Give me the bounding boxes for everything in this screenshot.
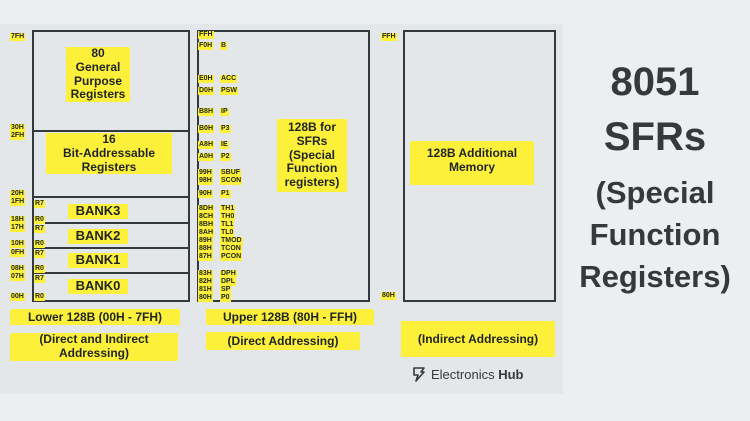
- address-2fh: 2FH: [10, 132, 26, 140]
- sfr-register-name: TCON: [220, 245, 242, 253]
- sfr-address: 89H: [198, 237, 213, 245]
- sfr-register-name: P1: [220, 190, 231, 198]
- upper-128b-caption: Upper 128B (80H - FFH): [206, 309, 374, 325]
- additional-memory-label: 128B Additional Memory: [410, 141, 534, 185]
- register-mark-r0: R0: [34, 293, 45, 301]
- register-mark-r0: R0: [34, 240, 45, 248]
- brand-text: Electronics Hub: [431, 367, 523, 382]
- sfr-address: 8DH: [198, 205, 215, 213]
- sfr-address: B8H: [198, 108, 215, 116]
- electronics-hub-logo-icon: [413, 367, 425, 382]
- divider-bank1-bank0: [32, 272, 190, 274]
- general-purpose-registers-label: 80 General Purpose Registers: [66, 46, 130, 103]
- address-0fh: 0FH: [10, 249, 26, 257]
- sfr-register-name: TMOD: [220, 237, 243, 245]
- sfr-address: A0H: [198, 153, 215, 161]
- sfr-register-name: DPL: [220, 278, 236, 286]
- address-07h: 07H: [10, 273, 25, 281]
- sfr-address: 87H: [198, 253, 213, 261]
- address-30h: 30H: [10, 124, 25, 132]
- sfr-register-name: PSW: [220, 87, 238, 95]
- title-line-1: 8051: [610, 60, 700, 104]
- sfr-address: 90H: [198, 190, 213, 198]
- sfr-register-name: TH0: [220, 213, 236, 221]
- sfr-register-name: P0: [220, 294, 231, 302]
- upper-128b-addressing-note: (Direct Addressing): [206, 332, 360, 350]
- additional-memory-box: [403, 30, 556, 302]
- address-17h: 17H: [10, 224, 25, 232]
- sfr-address: A8H: [198, 141, 215, 149]
- bank3-label: BANK3: [68, 203, 128, 219]
- sfr-address: 82H: [198, 278, 213, 286]
- sfr-address: 80H: [198, 294, 213, 302]
- sfr-register-name: TL1: [220, 221, 235, 229]
- lower-128b-caption: Lower 128B (00H - 7FH): [10, 309, 180, 325]
- sfr-register-name: TH1: [220, 205, 236, 213]
- address-80h: 80H: [381, 292, 396, 300]
- sfr-address: D0H: [198, 87, 215, 95]
- register-mark-r7: R7: [34, 200, 45, 208]
- sfr-register-name: IP: [220, 108, 229, 116]
- sfr-register-name: SP: [220, 286, 232, 294]
- title-line-3: (Special: [595, 175, 715, 210]
- sfr-address: 98H: [198, 177, 213, 185]
- divider-bank2-bank1: [32, 247, 190, 249]
- lower-128b-box: [32, 30, 190, 302]
- sfr-block-label: 128B for SFRs (Special Function register…: [277, 119, 347, 192]
- sfr-address: 81H: [198, 286, 213, 294]
- upper-128b-box: [197, 30, 370, 302]
- sfr-address: FFH: [198, 31, 214, 39]
- register-mark-r0: R0: [34, 216, 45, 224]
- bank1-label: BANK1: [68, 252, 128, 268]
- sfr-address: B0H: [198, 125, 215, 133]
- sfr-register-name: SCON: [220, 177, 243, 185]
- sfr-address: 99H: [198, 169, 213, 177]
- register-mark-r7: R7: [34, 275, 45, 283]
- address-00h: 00H: [10, 293, 25, 301]
- title-line-5: Registers): [579, 259, 731, 294]
- address-08h: 08H: [10, 265, 25, 273]
- divider-bit-bank3: [32, 196, 190, 198]
- sfr-register-name: P2: [220, 153, 231, 161]
- sfr-register-name: TL0: [220, 229, 235, 237]
- bank0-label: BANK0: [68, 278, 128, 294]
- sfr-register-name: DPH: [220, 270, 237, 278]
- address-ffh: FFH: [381, 33, 397, 41]
- address-18h: 18H: [10, 216, 25, 224]
- register-mark-r7: R7: [34, 250, 45, 258]
- brand-prefix: Electronics: [431, 366, 499, 382]
- sfr-address: E0H: [198, 75, 214, 83]
- title-line-4: Function: [589, 217, 721, 252]
- indirect-addressing-note: (Indirect Addressing): [401, 321, 555, 357]
- electronics-hub-logo: Electronics Hub: [412, 366, 523, 382]
- divider-bank3-bank2: [32, 222, 190, 224]
- sfr-address: 83H: [198, 270, 213, 278]
- sfr-address: 8AH: [198, 229, 215, 237]
- sfr-register-name: ACC: [220, 75, 238, 83]
- bank2-label: BANK2: [68, 228, 128, 244]
- sfr-address: 8CH: [198, 213, 215, 221]
- address-1fh: 1FH: [10, 198, 26, 206]
- sfr-address: F0H: [198, 42, 214, 50]
- sfr-register-name: B: [220, 42, 228, 50]
- register-mark-r0: R0: [34, 265, 45, 273]
- address-20h: 20H: [10, 190, 25, 198]
- title-line-2: SFRs: [603, 115, 707, 159]
- address-7fh: 7FH: [10, 33, 26, 41]
- register-mark-r7: R7: [34, 225, 45, 233]
- brand-bold: Hub: [498, 366, 524, 382]
- bit-addressable-registers-label: 16 Bit-Addressable Registers: [46, 132, 172, 175]
- sfr-register-name: IE: [220, 141, 229, 149]
- lower-128b-addressing-note: (Direct and Indirect Addressing): [10, 332, 178, 361]
- sfr-register-name: PCON: [220, 253, 243, 261]
- sfr-address: 88H: [198, 245, 213, 253]
- sfr-register-name: SBUF: [220, 169, 242, 177]
- sfr-register-name: P3: [220, 125, 231, 133]
- divider-general-bit: [32, 130, 190, 132]
- address-10h: 10H: [10, 240, 25, 248]
- sfr-address: 8BH: [198, 221, 215, 229]
